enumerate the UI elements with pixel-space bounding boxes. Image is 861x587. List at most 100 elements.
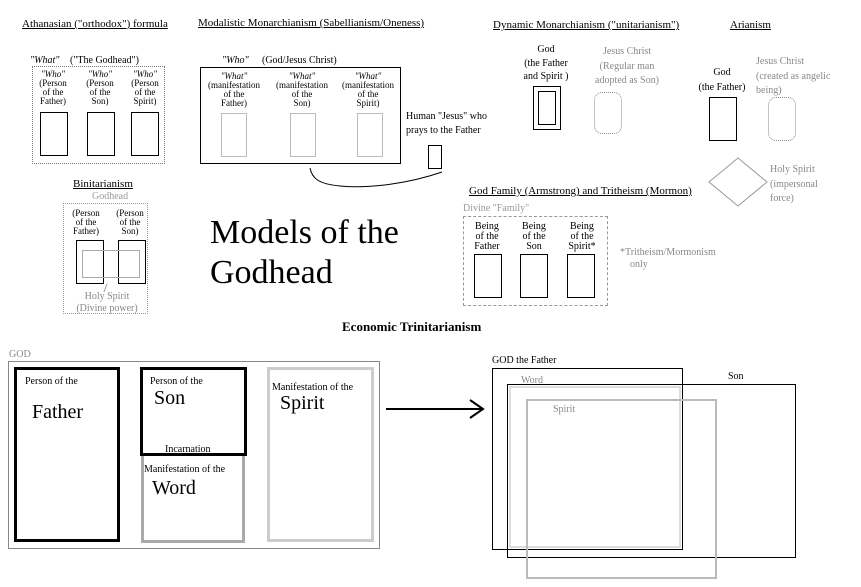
right-spirit-box xyxy=(526,399,717,579)
athanasian-what-label: "What" xyxy=(30,55,60,66)
binitarianism-godhead-box xyxy=(63,203,148,314)
economic-father-small: Person of the xyxy=(25,376,78,387)
athanasian-person-label: Spirit) xyxy=(133,96,157,106)
arianism-jesus-line: (created as angelic xyxy=(756,70,831,82)
modalistic-son-box xyxy=(290,113,316,157)
arianism-jesus-line: Jesus Christ xyxy=(756,56,805,67)
page-title-line: Models of the xyxy=(210,214,399,251)
right-god-box xyxy=(492,368,683,550)
athanasian-person-label: (Person xyxy=(86,78,114,88)
athanasian-person-label: Father) xyxy=(40,96,66,106)
modalistic-mode-son: "What" (manifestation of the Son) xyxy=(268,72,336,108)
god-family-being-line: of the xyxy=(475,231,499,242)
economic-incarnation: Incarnation xyxy=(165,444,211,455)
modalistic-what-label: "What" xyxy=(354,71,382,81)
page-title-line: Godhead xyxy=(210,253,333,291)
god-family-being-line: Son xyxy=(526,241,542,252)
arianism-god-line: God xyxy=(713,67,731,78)
right-spirit-label: Spirit xyxy=(553,404,576,415)
god-family-box xyxy=(463,216,608,306)
modalistic-spirit-box xyxy=(357,113,383,157)
economic-word-big: Word xyxy=(152,477,196,499)
modalistic-mode-label: (manifestation xyxy=(276,80,328,90)
economic-spirit-small: Manifestation of the xyxy=(272,382,354,393)
athanasian-person-label: of the xyxy=(42,87,64,97)
binitarianism-son-line: Son) xyxy=(121,226,139,236)
dynamic-god-outer-box xyxy=(533,86,561,130)
arianism-spirit-line: force) xyxy=(770,193,794,204)
god-family-being-line: Spirit* xyxy=(568,241,596,252)
arianism-god-label: God (the Father) xyxy=(692,65,752,95)
modalistic-mode-spirit: "What" (manifestation of the Spirit) xyxy=(334,72,402,108)
arianism-spirit-line: Holy Spirit xyxy=(770,164,815,175)
economic-son-box xyxy=(140,367,247,456)
dynamic-god-label: God (the Father and Spirit ) xyxy=(512,43,580,84)
right-son-label: Son xyxy=(728,371,744,382)
athanasian-who-label: "Who" xyxy=(87,69,113,79)
athanasian-who-label: "Who" xyxy=(40,69,66,79)
athanasian-heading: Athanasian ("orthodox") formula xyxy=(22,18,168,30)
god-family-being-line: of the xyxy=(522,231,546,242)
dynamic-god-line: and Spirit ) xyxy=(523,71,569,82)
human-jesus-line: prays to the Father xyxy=(406,125,481,136)
athanasian-person-label: Son) xyxy=(91,96,109,106)
god-family-being-line: Father xyxy=(474,241,500,252)
binitarianism-spirit-box xyxy=(82,250,140,278)
god-family-note: *Tritheism/Mormonism only xyxy=(620,247,716,270)
human-jesus-label: Human "Jesus" who prays to the Father xyxy=(406,110,487,138)
economic-word-small: Manifestation of the xyxy=(144,464,226,475)
god-family-heading: God Family (Armstrong) and Tritheism (Mo… xyxy=(469,185,692,197)
modalistic-mode-label: of the xyxy=(291,89,313,99)
athanasian-person-label: (Person xyxy=(39,78,67,88)
modalistic-mode-father: "What" (manifestation of the Father) xyxy=(200,72,268,108)
right-word-label: Word xyxy=(521,375,543,386)
god-family-son-box xyxy=(520,254,548,298)
binitarianism-spirit-pointer xyxy=(103,283,108,293)
right-word-box xyxy=(509,386,681,548)
dynamic-god-line: (the Father xyxy=(524,57,568,69)
economic-son-big: Son xyxy=(154,387,186,409)
binitarianism-father-line: Father) xyxy=(73,226,99,236)
modalistic-mode-label: of the xyxy=(223,89,245,99)
dynamic-jesus-line: adopted as Son) xyxy=(595,75,659,86)
arianism-spirit-line: (impersonal xyxy=(770,178,818,190)
modalistic-mode-label: Father) xyxy=(221,98,247,108)
modalistic-god-box xyxy=(200,67,401,164)
dynamic-god-inner-box xyxy=(538,91,556,125)
athanasian-person-son: "Who" (Person of the Son) xyxy=(80,70,120,106)
binitarianism-spirit-label: Holy Spirit (Divine power) xyxy=(62,291,152,315)
binitarianism-son-line: of the xyxy=(119,217,141,227)
binitarianism-father-line: of the xyxy=(75,217,97,227)
economic-father-big: Father xyxy=(32,401,84,423)
right-god-father-label: GOD the Father xyxy=(492,355,557,366)
modalistic-heading: Modalistic Monarchianism (Sabellianism/O… xyxy=(198,17,425,29)
athanasian-son-box xyxy=(87,112,115,156)
god-family-being-line: Being xyxy=(522,221,546,232)
modalistic-what-label: "What" xyxy=(288,71,316,81)
human-jesus-box xyxy=(428,145,442,169)
economic-god-label: GOD xyxy=(9,349,31,360)
god-family-note-line: *Tritheism/Mormonism xyxy=(620,247,716,258)
human-jesus-connector xyxy=(309,167,443,188)
dynamic-jesus-line: Jesus Christ xyxy=(602,46,652,57)
right-son-box xyxy=(507,384,796,558)
god-family-being-line: of the xyxy=(570,231,594,242)
economic-arrow-head xyxy=(469,399,485,419)
modalistic-mode-label: (manifestation xyxy=(342,80,394,90)
modalistic-mode-label: of the xyxy=(357,89,379,99)
arianism-god-line: (the Father) xyxy=(698,82,746,93)
binitarianism-spirit-line: Holy Spirit xyxy=(84,291,130,302)
economic-son-small: Person of the xyxy=(150,376,203,387)
athanasian-godhead-label: ("The Godhead") xyxy=(70,55,139,66)
god-family-being-son: Being of the Son xyxy=(512,222,556,252)
economic-spirit-box xyxy=(267,367,374,542)
economic-heading: Economic Trinitarianism xyxy=(342,319,482,334)
dynamic-heading: Dynamic Monarchianism ("unitarianism") xyxy=(493,19,680,31)
athanasian-person-father: "Who" (Person of the Father) xyxy=(33,70,73,106)
arianism-jesus-box xyxy=(768,97,796,141)
athanasian-person-label: of the xyxy=(89,87,111,97)
binitarianism-son-label: (Person of the Son) xyxy=(110,209,150,236)
arianism-spirit-label: Holy Spirit (impersonal force) xyxy=(770,163,818,207)
dynamic-jesus-box xyxy=(594,92,622,134)
